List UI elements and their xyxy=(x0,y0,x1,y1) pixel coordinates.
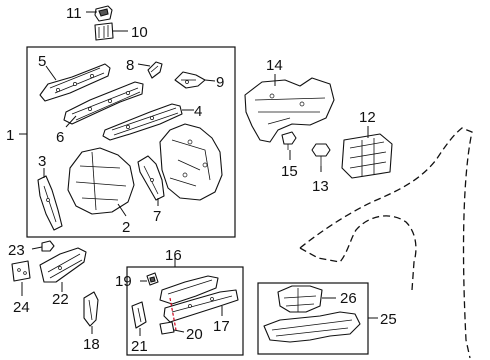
callout-14: 14 xyxy=(266,57,283,74)
part-rail-5 xyxy=(39,63,111,102)
part-rail-22 xyxy=(39,247,87,283)
part-panel-14 xyxy=(244,77,335,143)
part-bracket-10-11 xyxy=(94,5,114,41)
callout-16: 16 xyxy=(165,247,182,264)
part-wheelhouse-2 xyxy=(67,147,135,215)
callout-25: 25 xyxy=(380,311,397,328)
callout-6: 6 xyxy=(56,129,64,146)
callout-1: 1 xyxy=(6,127,14,144)
callout-4: 4 xyxy=(194,103,202,120)
callout-24: 24 xyxy=(13,299,30,316)
part-brace-7 xyxy=(137,155,165,201)
callout-15: 15 xyxy=(281,163,298,180)
part-bracket-3 xyxy=(37,175,63,231)
leader-5 xyxy=(45,65,57,81)
callout-3: 3 xyxy=(38,153,46,170)
callout-19: 19 xyxy=(115,273,132,290)
part-bracket-8 xyxy=(147,61,163,79)
callout-18: 18 xyxy=(83,336,100,353)
leader-20 xyxy=(173,329,185,333)
callout-7: 7 xyxy=(153,208,161,225)
callout-17: 17 xyxy=(213,318,230,335)
part-apron-panel xyxy=(159,123,223,201)
part-clip-19 xyxy=(146,272,159,286)
part-plate-21 xyxy=(131,301,147,329)
callout-11: 11 xyxy=(66,5,82,22)
part-rail-25 xyxy=(263,311,361,343)
part-rail-6 xyxy=(63,81,144,125)
part-member-4 xyxy=(102,103,183,141)
leader-9 xyxy=(204,79,216,82)
callout-5: 5 xyxy=(38,53,46,70)
callout-23: 23 xyxy=(8,242,25,259)
callout-20: 20 xyxy=(186,326,203,343)
red-weld-line xyxy=(169,297,177,331)
part-brace-18 xyxy=(83,291,99,327)
callout-2: 2 xyxy=(122,219,130,236)
part-bracket-26 xyxy=(277,285,323,313)
part-rail-17 xyxy=(159,275,239,323)
part-plate-24 xyxy=(11,260,31,282)
fender-outline xyxy=(299,127,473,359)
callout-26: 26 xyxy=(340,290,357,307)
part-clip-23 xyxy=(41,240,55,252)
callout-22: 22 xyxy=(52,291,69,308)
callout-9: 9 xyxy=(216,74,224,91)
callout-10: 10 xyxy=(131,24,148,41)
group-box-16 xyxy=(126,266,244,356)
leader-6 xyxy=(65,115,77,128)
group-box-1 xyxy=(26,46,236,238)
callout-12: 12 xyxy=(359,109,376,126)
callout-21: 21 xyxy=(131,338,148,355)
part-clip-15 xyxy=(281,131,297,150)
leader-8 xyxy=(137,63,151,67)
callout-8: 8 xyxy=(126,57,134,74)
leader-23 xyxy=(31,246,43,250)
callout-13: 13 xyxy=(312,178,329,195)
part-bolt-13 xyxy=(311,143,331,166)
leader-2 xyxy=(117,203,127,217)
part-clip-20 xyxy=(159,321,175,335)
part-bracket-9 xyxy=(174,71,206,89)
part-block-12 xyxy=(341,133,393,179)
